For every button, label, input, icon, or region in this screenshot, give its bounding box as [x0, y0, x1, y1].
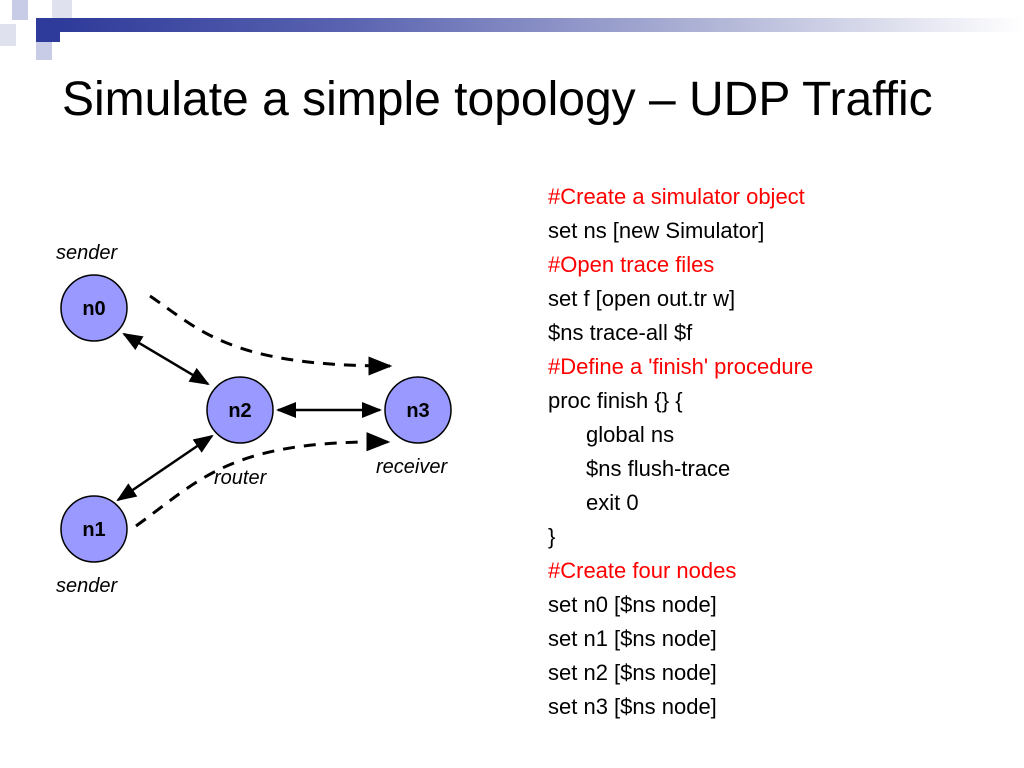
code-line: $ns flush-trace: [586, 456, 731, 481]
link-n1-n2: [116, 434, 214, 502]
decorative-squares: [0, 0, 100, 70]
code-comment-line: #Create a simulator object: [548, 184, 805, 209]
deco-square: [52, 0, 72, 20]
role-label-n1: sender: [56, 575, 118, 597]
node-n2: n2: [206, 376, 274, 444]
node-n1: n1: [60, 495, 128, 563]
node-label: n2: [228, 400, 251, 422]
node-n0: n0: [60, 274, 128, 342]
code-line: set ns [new Simulator]: [548, 218, 765, 243]
header-gradient-bar: [60, 18, 1024, 32]
code-line: set n0 [$ns node]: [548, 592, 717, 617]
code-line: set n2 [$ns node]: [548, 660, 717, 685]
code-line: set n1 [$ns node]: [548, 626, 717, 651]
flow-n1-n3: [135, 432, 391, 528]
role-label-n2: router: [214, 467, 268, 489]
code-line: set f [open out.tr w]: [548, 286, 736, 311]
deco-square: [20, 24, 36, 44]
code-line: set n3 [$ns node]: [548, 694, 717, 719]
code-comment-line: #Create four nodes: [548, 558, 737, 583]
code-block: #Create a simulator object set ns [new Si…: [548, 180, 1018, 724]
code-comment-line: #Open trace files: [548, 252, 715, 277]
deco-square: [36, 42, 52, 60]
code-comment-line: #Define a 'finish' procedure: [548, 354, 814, 379]
code-line: $ns trace-all $f: [548, 320, 693, 345]
code-line: exit 0: [586, 490, 639, 515]
flow-n0-n3: [149, 294, 393, 376]
node-label: n1: [82, 519, 105, 541]
topology-diagram: n0 n1 n2 n3 sender sender router receive…: [56, 242, 452, 597]
code-line: }: [548, 524, 556, 549]
deco-square: [36, 18, 60, 42]
slide-title: Simulate a simple topology – UDP Traffic: [62, 73, 933, 126]
node-n3: n3: [384, 376, 452, 444]
code-line: global ns: [586, 422, 675, 447]
link-n0-n2: [122, 332, 210, 386]
deco-square: [12, 0, 28, 20]
role-label-n0: sender: [56, 242, 118, 264]
deco-square: [0, 24, 16, 46]
node-label: n0: [82, 298, 105, 320]
code-line: proc finish {} {: [548, 388, 683, 413]
role-label-n3: receiver: [376, 456, 448, 478]
node-label: n3: [406, 400, 429, 422]
